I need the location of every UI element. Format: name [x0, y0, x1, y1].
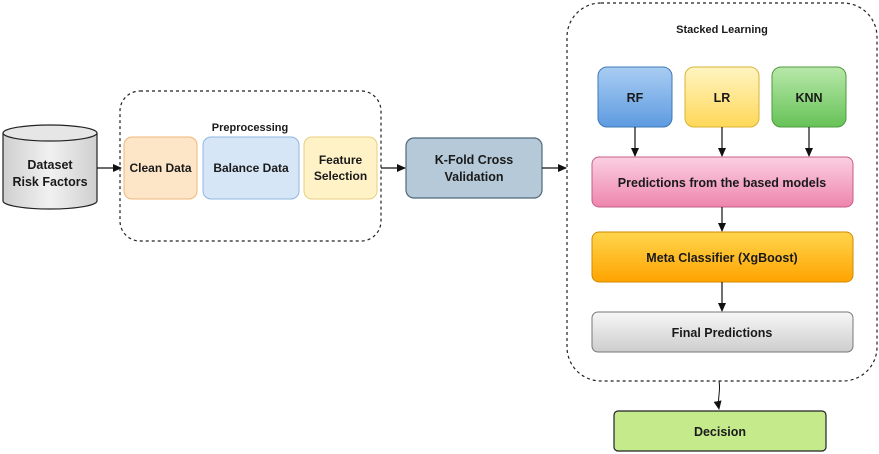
clean-data-rect: [123, 136, 198, 200]
kfold-label-line2: Validation: [444, 170, 503, 184]
predictions-label: Predictions from the based models: [618, 176, 826, 190]
feature-selection-label-line1: Feature: [319, 153, 363, 167]
lr-label: LR: [714, 91, 731, 105]
rf-box: RF: [597, 66, 673, 128]
balance-data-box: Balance Data: [202, 136, 300, 200]
feature-selection-rect: [303, 136, 378, 200]
knn-box: KNN: [771, 66, 847, 128]
stacked-learning-title: Stacked Learning: [676, 24, 768, 36]
rf-label: RF: [627, 91, 644, 105]
meta-classifier-label: Meta Classifier (XgBoost): [646, 251, 797, 265]
clean-data-box: Clean Data: [123, 136, 198, 200]
dataset-label-line2: Risk Factors: [12, 175, 87, 189]
feature-selection-label-line2: Selection: [314, 169, 367, 183]
dataset-label-line1: Dataset: [27, 158, 73, 172]
arrow-stacked-to-decision: [713, 380, 722, 410]
balance-data-rect: [202, 136, 300, 200]
meta-classifier-box: Meta Classifier (XgBoost): [591, 231, 854, 283]
lr-box: LR: [684, 66, 760, 128]
kfold-rect: [405, 137, 543, 199]
dataset-cylinder: Dataset Risk Factors: [2, 124, 98, 210]
final-predictions-rect: [591, 311, 854, 353]
final-predictions-label: Final Predictions: [672, 326, 773, 340]
clean-data-label: Clean Data: [129, 161, 191, 175]
balance-data-label: Balance Data: [213, 161, 289, 175]
final-predictions-box: Final Predictions: [591, 311, 854, 353]
preprocessing-title: Preprocessing: [212, 122, 288, 134]
predictions-box: Predictions from the based models: [591, 156, 854, 208]
decision-rect: [613, 410, 827, 452]
knn-label: KNN: [795, 91, 822, 105]
decision-label: Decision: [694, 425, 746, 439]
preprocessing-container: [119, 90, 382, 242]
stacked-learning-container: [566, 2, 878, 382]
feature-selection-box: Feature Selection: [303, 136, 378, 200]
decision-box: Decision: [613, 410, 827, 452]
kfold-label-line1: K-Fold Cross: [435, 153, 514, 167]
kfold-box: K-Fold Cross Validation: [405, 137, 543, 199]
